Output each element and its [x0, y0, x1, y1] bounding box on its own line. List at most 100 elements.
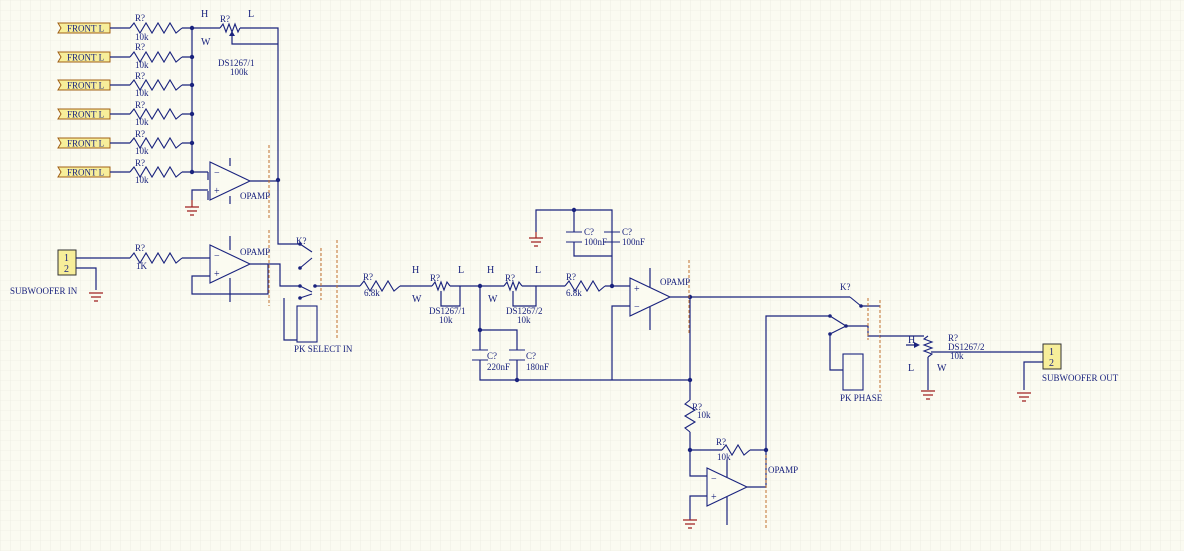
relay-phase[interactable]: K? PK PHASE	[828, 282, 883, 403]
pot-pin-l: L	[248, 9, 254, 20]
pot-designator: R?	[220, 14, 230, 24]
pot-pin-w: W	[412, 294, 422, 305]
capacitors-top: C? 100nF C? 100nF	[529, 207, 645, 289]
opamp-filter[interactable]: + − OPAMP	[611, 260, 850, 383]
resistor-designator: R?	[135, 100, 145, 110]
resistor-value: 10k	[135, 146, 149, 156]
connector-pin: 1	[1049, 347, 1054, 358]
pot-value: 100k	[230, 67, 249, 77]
pot-part: DS1267/1	[218, 58, 255, 68]
opamp-input-buffer[interactable]: − + OPAMP	[191, 230, 270, 306]
connector-pin: 1	[64, 253, 69, 264]
cap-designator: C?	[526, 351, 536, 361]
connector-subwoofer-out[interactable]: 1 2 SUBWOOFER OUT	[1017, 343, 1119, 402]
opamp-minus: −	[214, 251, 220, 262]
pot-pin-h: H	[412, 265, 419, 276]
pot-value: 10k	[517, 315, 531, 325]
pot-pin-w: W	[201, 37, 211, 48]
opamp-plus: +	[214, 186, 220, 197]
pot-pin-h: H	[487, 265, 494, 276]
resistor-r1: R? 6.8k	[359, 272, 432, 298]
pot-pin-h: H	[201, 9, 208, 20]
port-front-l-2[interactable]: FRONT L	[57, 51, 111, 63]
opamp-label: OPAMP	[768, 465, 798, 475]
capacitors-bottom: C? 220nF C? 180nF	[472, 283, 690, 383]
cap-designator: C?	[584, 227, 594, 237]
resistor-r2: R? 6.8k	[564, 272, 630, 298]
connector-subwoofer-in[interactable]: 1 2 SUBWOOFER IN	[10, 249, 130, 302]
resistor-inverter-1: R? 10k	[683, 380, 711, 453]
pot-part: DS1267/2	[506, 306, 543, 316]
resistor-inverter-2: R? 10k	[690, 437, 766, 462]
port-front-l-6[interactable]: FRONT L	[57, 166, 111, 178]
resistor-value: 6.8k	[566, 288, 582, 298]
port-front-l-4[interactable]: FRONT L	[57, 108, 111, 120]
relay-designator: K?	[296, 236, 307, 246]
connector-pin: 2	[1049, 358, 1054, 369]
pot-designator: R?	[430, 273, 440, 283]
cap-value: 100nF	[584, 237, 607, 247]
opamp-minus: −	[214, 168, 220, 179]
resistor-designator: R?	[135, 129, 145, 139]
pot-pin-w: W	[937, 363, 947, 374]
connector-label: SUBWOOFER IN	[10, 286, 78, 296]
resistor-designator: R?	[692, 402, 702, 412]
opamp-mixer[interactable]: − + OPAMP	[185, 145, 278, 220]
relay-label: PK PHASE	[840, 393, 883, 403]
opamp-label: OPAMP	[240, 191, 270, 201]
connector-label: SUBWOOFER OUT	[1042, 373, 1119, 383]
pot-value: 10k	[439, 315, 453, 325]
pot-value: 10k	[950, 351, 964, 361]
port-label: FRONT L	[67, 81, 104, 91]
pot-pin-h: H	[908, 335, 915, 346]
port-label: FRONT L	[67, 110, 104, 120]
cap-value: 100nF	[622, 237, 645, 247]
pot-part: DS1267/1	[429, 306, 466, 316]
opamp-minus: −	[711, 474, 717, 485]
port-front-l-1[interactable]: FRONT L	[57, 22, 111, 34]
pot-pin-l: L	[458, 265, 464, 276]
pot-pin-w: W	[488, 294, 498, 305]
opamp-minus: −	[634, 302, 640, 313]
resistor-input: R? 1K	[129, 243, 210, 271]
mix-resistors: R? 10k R? 10k R? 10k R? 10k R? 10k	[110, 13, 192, 185]
front-input-ports: FRONT L FRONT L FRONT L FRONT L FRONT L …	[57, 22, 111, 178]
resistor-value: 10k	[135, 32, 149, 42]
port-front-l-5[interactable]: FRONT L	[57, 137, 111, 149]
port-label: FRONT L	[67, 53, 104, 63]
resistor-value: 10k	[135, 88, 149, 98]
resistor-designator: R?	[135, 13, 145, 23]
opamp-inverter[interactable]: − + OPAMP	[683, 315, 830, 530]
relay-designator: K?	[840, 282, 851, 292]
relay-select[interactable]: K? PK SELECT IN	[268, 180, 360, 354]
resistor-designator: R?	[135, 71, 145, 81]
resistor-value: 6.8k	[364, 288, 380, 298]
resistor-value: 10k	[135, 175, 149, 185]
resistor-value: 10k	[697, 410, 711, 420]
resistor-designator: R?	[363, 272, 373, 282]
port-front-l-3[interactable]: FRONT L	[57, 79, 111, 91]
resistor-designator: R?	[135, 42, 145, 52]
resistor-designator: R?	[716, 437, 726, 447]
relay-label: PK SELECT IN	[294, 344, 353, 354]
pot-designator: R?	[505, 273, 515, 283]
potentiometer-2[interactable]: R? H L W DS1267/2 10k	[480, 265, 565, 325]
potentiometer-top[interactable]: H L W R? DS1267/1 100k	[201, 9, 255, 77]
potentiometer-1[interactable]: R? H L W DS1267/1 10k	[412, 265, 480, 325]
opamp-plus: +	[214, 269, 220, 280]
pot-pin-l: L	[535, 265, 541, 276]
cap-value: 220nF	[487, 362, 510, 372]
mix-bus-wires	[189, 25, 281, 183]
port-label: FRONT L	[67, 168, 104, 178]
connector-pin: 2	[64, 264, 69, 275]
port-label: FRONT L	[67, 139, 104, 149]
pot-pin-l: L	[908, 363, 914, 374]
port-label: FRONT L	[67, 24, 104, 34]
opamp-label: OPAMP	[240, 247, 270, 257]
potentiometer-output[interactable]: H L W R? DS1267/2 10k	[880, 333, 1043, 400]
opamp-label: OPAMP	[660, 277, 690, 287]
opamp-plus: +	[634, 284, 640, 295]
resistor-value: 10k	[135, 60, 149, 70]
